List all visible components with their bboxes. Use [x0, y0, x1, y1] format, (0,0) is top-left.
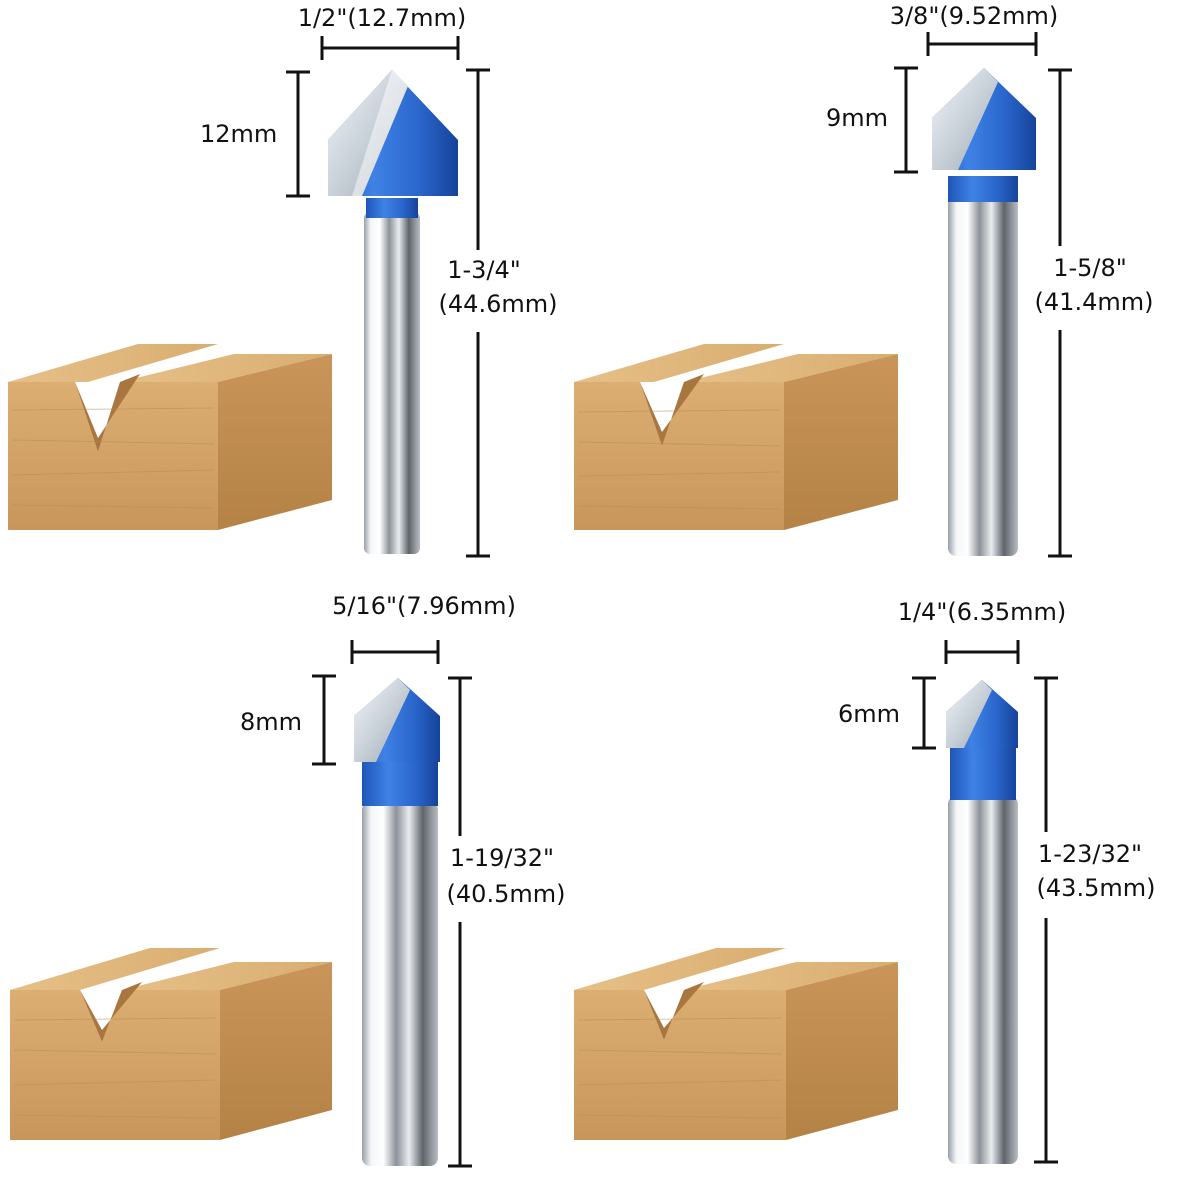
bit-2-length-inch-label: 1-5/8"	[1053, 254, 1127, 282]
router-bit-4	[946, 680, 1018, 1164]
router-bit-3	[354, 678, 440, 1166]
bit-2-cut-height-label: 9mm	[826, 104, 889, 132]
bit-3-length-inch-label: 1-19/32"	[449, 844, 555, 872]
bit-4-cut-diameter-label: 1/4"(6.35mm)	[897, 598, 1067, 626]
bit-1-cut-height-label: 12mm	[200, 120, 278, 148]
bit-1-length-inch-label: 1-3/4"	[447, 256, 521, 284]
bit-2-length-mm-label: (41.4mm)	[1034, 288, 1154, 316]
dimension-lines	[286, 32, 1072, 1168]
bit-3-length-mm-label: (40.5mm)	[446, 880, 566, 908]
bit-4-cut-height-label: 6mm	[838, 700, 901, 728]
router-bit-2	[932, 68, 1036, 556]
bit-4-length-mm-label: (43.5mm)	[1036, 874, 1156, 902]
bit-3-cut-diameter-label: 5/16"(7.96mm)	[332, 592, 516, 620]
wood-block-3	[10, 948, 332, 1140]
wood-block-4	[574, 948, 898, 1140]
bit-4-length-inch-label: 1-23/32"	[1037, 840, 1143, 868]
router-bit-1	[328, 70, 458, 554]
bit-1-cut-diameter-label: 1/2"(12.7mm)	[297, 4, 467, 32]
bit-3-cut-height-label: 8mm	[240, 708, 303, 736]
wood-block-1	[8, 344, 332, 530]
bit-1-length-mm-label: (44.6mm)	[438, 290, 558, 318]
bit-2-cut-diameter-label: 3/8"(9.52mm)	[889, 2, 1059, 30]
wood-block-2	[574, 344, 898, 530]
